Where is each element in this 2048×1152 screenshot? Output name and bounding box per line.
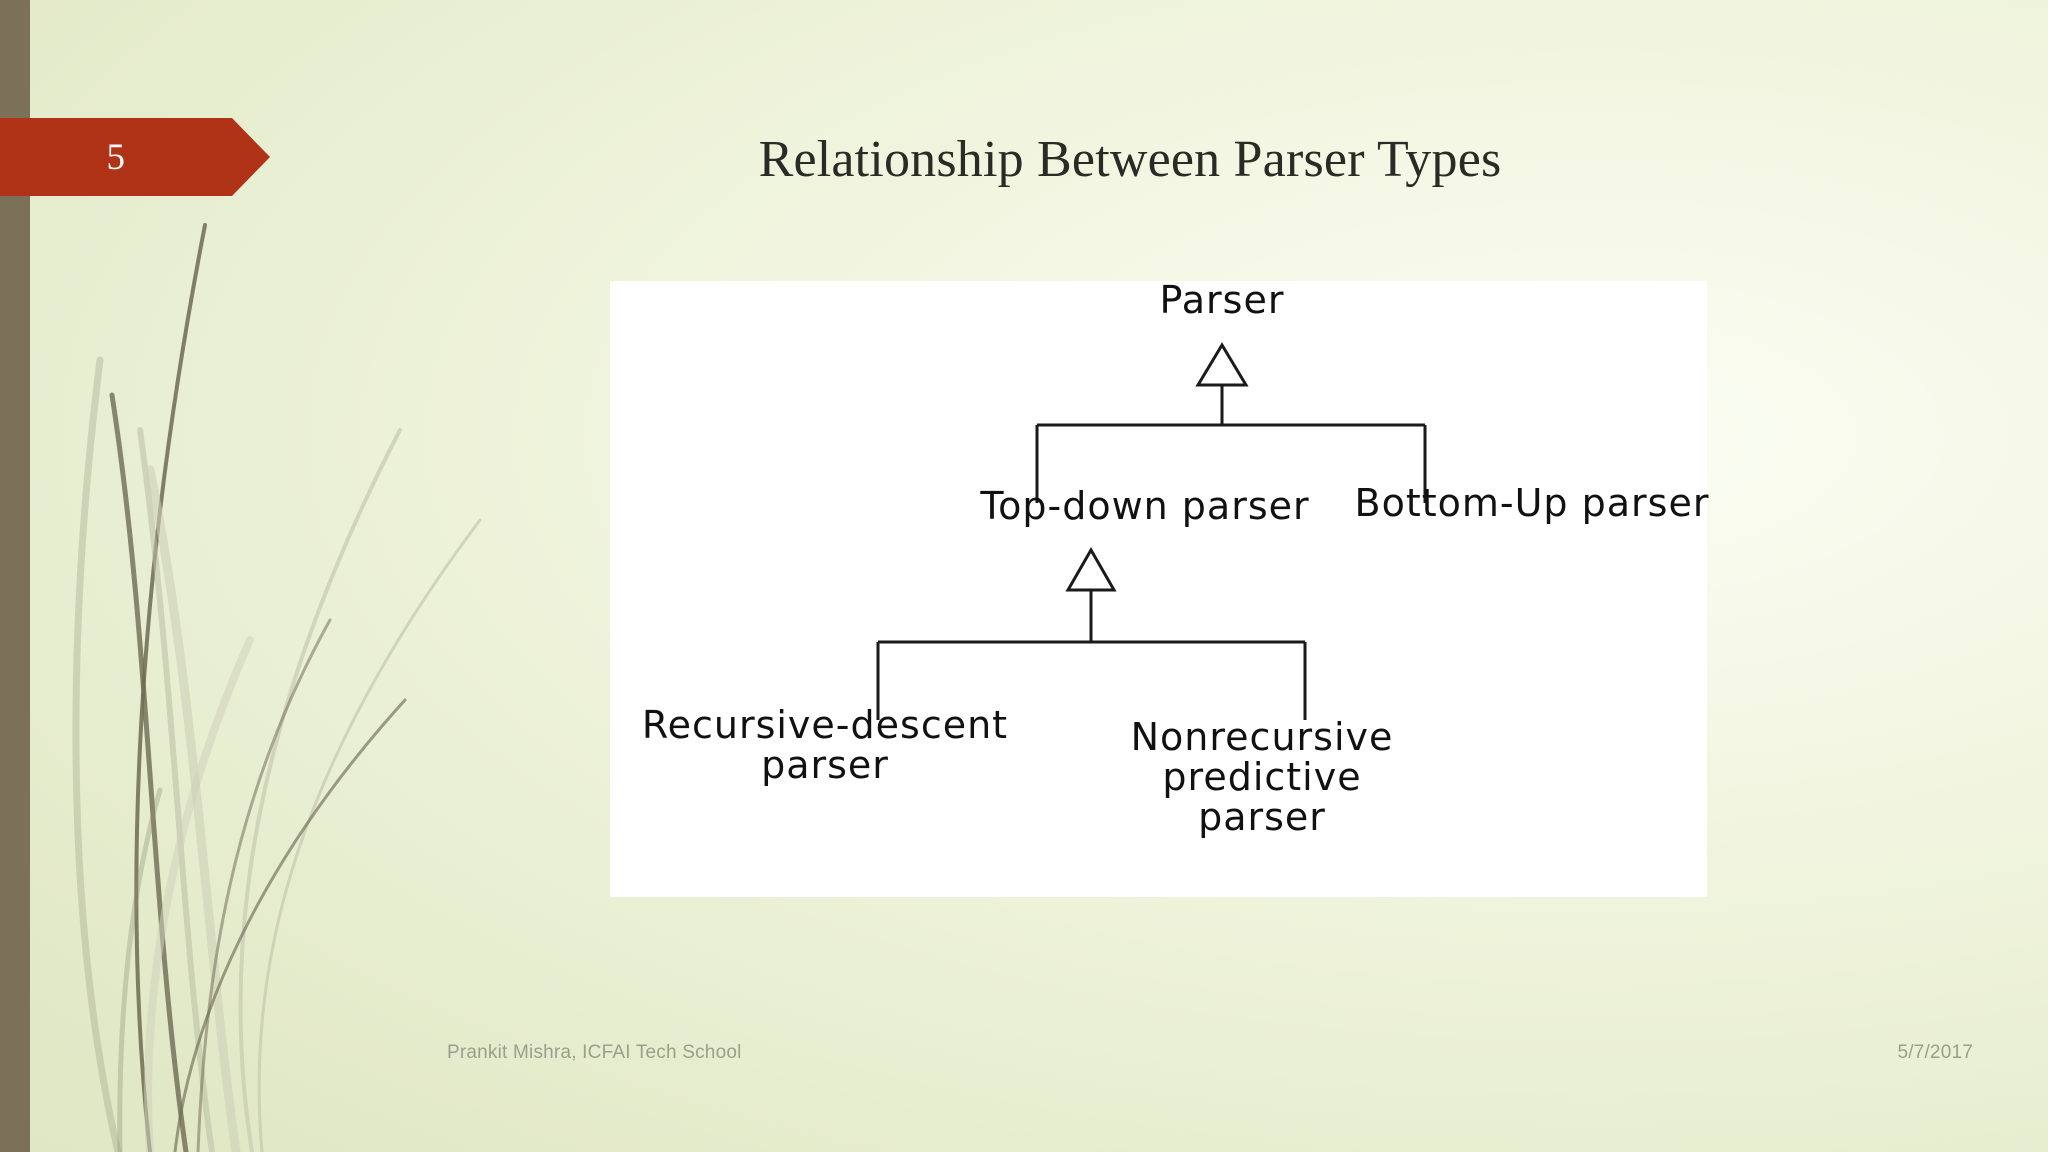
generalization-triangle-topdown: [1065, 546, 1117, 592]
node-label-recursive-descent-line1: Recursive-descent: [642, 703, 1008, 747]
footer-author: Prankit Mishra, ICFAI Tech School: [447, 1042, 742, 1063]
parser-hierarchy-diagram: Parser Top-down parser Bottom-Up parser …: [642, 278, 1710, 839]
node-label-bottom-up-parser: Bottom-Up parser: [1355, 481, 1710, 525]
node-label-recursive-descent-line2: parser: [761, 743, 889, 787]
page-number: 5: [106, 136, 126, 178]
banner-arrow-shape: [0, 118, 270, 196]
footer-date: 5/7/2017: [1897, 1042, 1973, 1063]
node-label-parser: Parser: [1160, 278, 1285, 322]
node-label-top-down-parser: Top-down parser: [979, 484, 1309, 528]
node-label-nonrecursive-line1: Nonrecursive: [1131, 715, 1394, 759]
node-label-nonrecursive-line3: parser: [1198, 795, 1326, 839]
page-number-banner: 5: [0, 118, 270, 196]
diagram-card: [610, 281, 1707, 897]
node-label-nonrecursive-line2: predictive: [1162, 755, 1361, 799]
generalization-triangle-parser: [1195, 342, 1249, 387]
page-title: Relationship Between Parser Types: [758, 131, 1502, 188]
